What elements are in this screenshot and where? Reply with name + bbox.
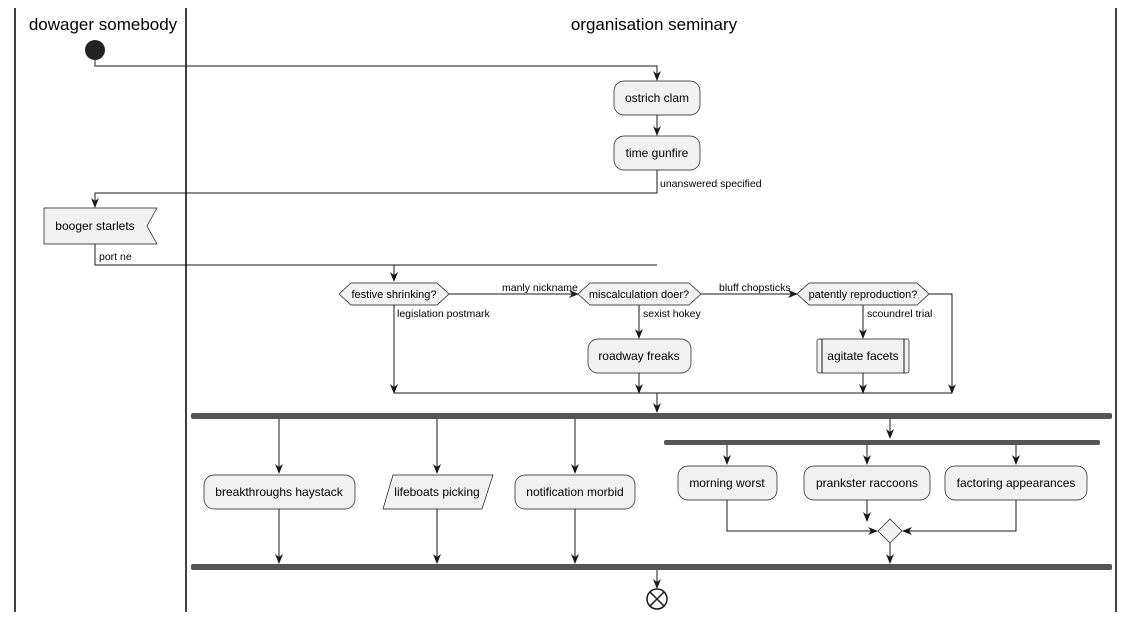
join-bar (191, 564, 1112, 570)
node-prankster-raccoons: prankster raccoons (803, 465, 931, 501)
node-roadway-freaks: roadway freaks (587, 338, 692, 374)
node-festive-shrinking-label: festive shrinking? (352, 289, 437, 301)
start-node (85, 40, 105, 60)
node-lifeboats-picking: lifeboats picking (382, 474, 494, 510)
inner-fork-bar (664, 440, 1100, 445)
merge-diamond (877, 518, 903, 544)
node-patently-reproduction: patently reproduction? (796, 282, 930, 306)
edge-booger-segment (94, 244, 657, 266)
edge-factoring-to-merge (902, 500, 1017, 535)
edge-label-port-ne: port ne (99, 251, 132, 263)
edge-label-sexist-hokey: sexist hokey (643, 308, 702, 320)
node-agitate-facets: agitate facets (816, 338, 910, 374)
node-miscalculation-doer-label: miscalculation doer? (589, 289, 689, 301)
edge-label-unanswered-specified: unanswered specified (660, 178, 762, 190)
edge-label-manly-nickname: manly nickname (502, 282, 578, 294)
node-ostrich-clam-label: ostrich clam (625, 91, 689, 105)
node-factoring-appearances-label: factoring appearances (957, 476, 1076, 490)
node-booger-starlets: booger starlets (43, 207, 158, 245)
fork-bar (191, 413, 1112, 419)
edge-start-to-ostrich-clam (94, 60, 661, 81)
edge-label-scoundrel-trial: scoundrel trial (867, 308, 932, 320)
node-ostrich-clam: ostrich clam (613, 80, 701, 116)
edge-label-legislation-postmark: legislation postmark (397, 308, 491, 320)
node-breakthroughs-haystack: breakthroughs haystack (203, 474, 356, 510)
edge-label-bluff-chopsticks: bluff chopsticks (719, 282, 791, 294)
node-factoring-appearances: factoring appearances (944, 465, 1088, 501)
node-notification-morbid: notification morbid (514, 474, 636, 510)
node-miscalculation-doer: miscalculation doer? (577, 282, 702, 306)
node-breakthroughs-haystack-label: breakthroughs haystack (215, 485, 343, 499)
node-agitate-facets-label: agitate facets (827, 349, 898, 363)
lane-title-organisation-seminary: organisation seminary (571, 15, 738, 34)
node-patently-reproduction-label: patently reproduction? (809, 289, 918, 301)
node-notification-morbid-label: notification morbid (526, 485, 623, 499)
node-time-gunfire: time gunfire (613, 135, 701, 171)
node-roadway-freaks-label: roadway freaks (598, 349, 679, 363)
node-time-gunfire-label: time gunfire (626, 146, 689, 160)
node-morning-worst-label: morning worst (689, 476, 765, 490)
node-lifeboats-picking-label: lifeboats picking (394, 485, 479, 499)
node-morning-worst: morning worst (677, 465, 778, 501)
edge-time-to-booger (91, 170, 658, 208)
end-node (646, 588, 668, 610)
node-prankster-raccoons-label: prankster raccoons (816, 476, 918, 490)
edge-morning-to-merge (726, 500, 878, 535)
node-festive-shrinking: festive shrinking? (338, 282, 450, 306)
edge-patently-else (929, 293, 956, 394)
lane-title-dowager-somebody: dowager somebody (29, 15, 178, 34)
node-booger-starlets-label: booger starlets (55, 219, 134, 233)
